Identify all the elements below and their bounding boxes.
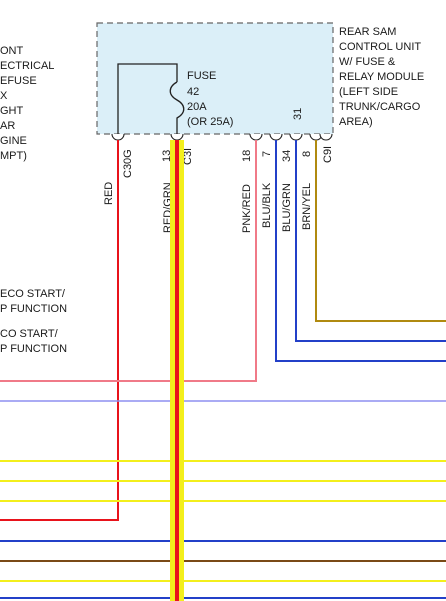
- wire-label-red: RED: [103, 182, 115, 205]
- fuse-alt-rating: (OR 25A): [187, 116, 233, 128]
- module-title-line-5: (LEFT SIDE: [339, 86, 398, 98]
- module-title-line-3: W/ FUSE &: [339, 56, 396, 68]
- conn-c3i: C3I: [182, 148, 194, 165]
- fuse-42: FUSE 42 20A (OR 25A): [117, 63, 233, 134]
- fuse-number: 42: [187, 86, 199, 98]
- left-label-line-6: AR: [0, 120, 15, 132]
- eco2-line-1: CO START/: [0, 328, 59, 340]
- left-label-line-5: GHT: [0, 105, 24, 117]
- fuse-symbol: [169, 81, 185, 134]
- pin-13: [170, 133, 184, 141]
- wire-red: [0, 140, 119, 521]
- eco2-line-2: P FUNCTION: [0, 343, 67, 355]
- module-title-line-2: CONTROL UNIT: [339, 41, 421, 53]
- left-label-line-1: ONT: [0, 45, 24, 57]
- pin-c9i: [319, 133, 333, 141]
- conn-c9i: C9I: [322, 146, 334, 163]
- terminal-31-label: 31: [292, 108, 304, 120]
- left-label-line-3: EFUSE: [0, 75, 37, 87]
- module-box: [96, 22, 334, 135]
- wire-label-blu-blk: BLU/BLK: [261, 182, 273, 228]
- wire-label-pnk-red: PNK/RED: [241, 184, 253, 233]
- connector-pins: [111, 133, 323, 141]
- pin-18: [249, 133, 263, 141]
- pin-num-7: 7: [261, 151, 273, 157]
- left-component-label: ONT ECTRICAL EFUSE X GHT AR GINE MPT): [0, 45, 54, 162]
- wire-blu-grn: [295, 140, 446, 342]
- left-label-line-7: GINE: [0, 135, 27, 147]
- pin-7: [269, 133, 283, 141]
- module-title-line-6: TRUNK/CARGO: [339, 101, 421, 113]
- fuse-label: FUSE: [187, 70, 216, 82]
- fuse-loop-wire: [117, 63, 178, 134]
- pin-c30g: [111, 133, 125, 141]
- wire-brn-yel: [315, 140, 446, 322]
- pin-num-8: 8: [301, 151, 313, 157]
- module-title-line-1: REAR SAM: [339, 26, 396, 38]
- eco-start-label-2: CO START/ P FUNCTION: [0, 328, 67, 355]
- left-label-line-2: ECTRICAL: [0, 60, 54, 72]
- fuse-rating: 20A: [187, 101, 207, 113]
- conn-c30g: C30G: [122, 149, 134, 178]
- wire-label-blu-grn: BLU/GRN: [281, 183, 293, 232]
- pin-num-34: 34: [281, 150, 293, 162]
- wire-blu-blk: [275, 140, 446, 362]
- left-label-line-8: MPT): [0, 150, 27, 162]
- wires: [0, 140, 446, 601]
- eco1-line-2: P FUNCTION: [0, 303, 67, 315]
- module-title-line-7: AREA): [339, 116, 373, 128]
- module-title: REAR SAM CONTROL UNIT W/ FUSE & RELAY MO…: [339, 26, 424, 128]
- pin-34: [289, 133, 303, 141]
- eco1-line-1: ECO START/: [0, 288, 66, 300]
- module-title-line-4: RELAY MODULE: [339, 71, 424, 83]
- pin-num-18: 18: [241, 150, 253, 162]
- wire-label-brn-yel: BRN/YEL: [301, 183, 313, 230]
- left-label-line-4: X: [0, 90, 8, 102]
- wire-pnk-red: [0, 140, 257, 382]
- eco-start-label-1: ECO START/ P FUNCTION: [0, 288, 67, 315]
